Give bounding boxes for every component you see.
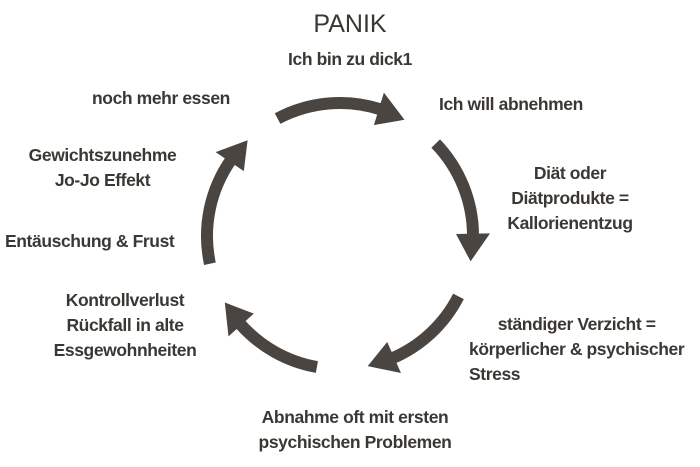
cycle-arrow-head xyxy=(215,140,248,172)
label-line: Diät oder xyxy=(533,163,607,183)
cycle-arrow-body xyxy=(431,139,479,237)
cycle-arrow-head xyxy=(373,92,405,126)
cycle-arrow-body xyxy=(274,97,383,124)
diagram-title: PANIK xyxy=(313,10,387,38)
label-line: körperlicher & psychischer xyxy=(469,339,685,359)
label-line: Kontrollverlust xyxy=(65,290,185,310)
cycle-arrow-body xyxy=(389,293,464,364)
label-diaet: Diät oder Diätprodukte = Kallorienentzug xyxy=(495,161,645,236)
label-line: psychischen Problemen xyxy=(258,432,452,452)
label-line: Entäuschung & Frust xyxy=(5,231,175,251)
label-line: Abnahme oft mit ersten xyxy=(261,407,449,427)
cycle-arrow-head xyxy=(456,233,490,262)
label-line: Essgewohnheiten xyxy=(53,340,197,360)
label-noch-mehr-essen: noch mehr essen xyxy=(92,86,230,111)
label-kontrollverlust: Kontrollverlust Rückfall in alte Essgewo… xyxy=(5,288,245,363)
label-enttaeuschung-frust: Entäuschung & Frust xyxy=(5,229,175,254)
cycle-arrow-body xyxy=(200,156,237,265)
label-line: ständiger Verzicht = xyxy=(497,314,656,334)
label-line: Rückfall in alte xyxy=(66,315,184,335)
label-ich-bin-zu-dick: Ich bin zu dick1 xyxy=(220,47,480,72)
label-line: noch mehr essen xyxy=(92,88,230,108)
label-abnahme-probleme: Abnahme oft mit ersten psychischen Probl… xyxy=(210,405,500,455)
cycle-arrow-head xyxy=(224,302,254,337)
label-ich-will-abnehmen: Ich will abnehmen xyxy=(439,92,583,117)
cycle-arrow-head xyxy=(367,342,401,373)
label-line: Gewichtszunehme xyxy=(28,145,177,165)
label-staendiger-verzicht: ständiger Verzicht = körperlicher & psyc… xyxy=(469,312,685,387)
cycle-arrow-body xyxy=(235,319,319,373)
label-line: Kallorienentzug xyxy=(507,213,633,233)
label-line: Stress xyxy=(469,364,521,384)
label-line: Diätprodukte = xyxy=(511,188,629,208)
label-line: Ich will abnehmen xyxy=(439,94,583,114)
label-gewichtszunahme: Gewichtszunehme Jo-Jo Effekt xyxy=(10,143,195,193)
label-line: Ich bin zu dick1 xyxy=(288,49,412,69)
label-line: Jo-Jo Effekt xyxy=(54,170,151,190)
